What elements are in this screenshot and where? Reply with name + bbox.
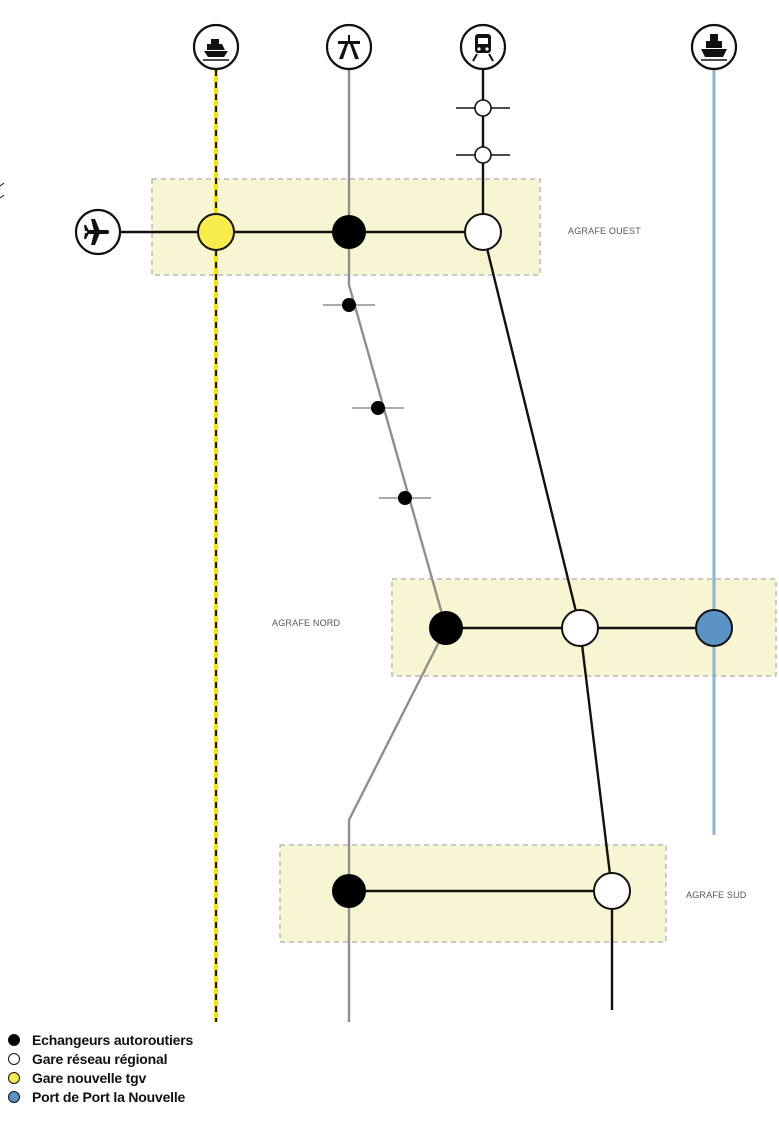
node-interchange-sud (332, 874, 366, 908)
node-station-ouest (464, 213, 502, 251)
legend-label: Gare nouvelle tgv (32, 1069, 147, 1086)
zone-label-nord: AGRAFE NORD (272, 618, 341, 628)
legend-label: Echangeurs autoroutiers (32, 1031, 194, 1048)
node-station-sud (593, 872, 631, 910)
legend: Echangeurs autoroutiers Gare réseau régi… (8, 1030, 193, 1106)
zone-label-sud: AGRAFE SUD (686, 890, 747, 900)
legend-label: Gare réseau régional (32, 1050, 168, 1067)
rail-minor-station (456, 99, 510, 117)
motorway-minor-interchange (323, 298, 375, 312)
train-icon (459, 23, 507, 71)
airplane-icon (74, 208, 122, 256)
node-port (695, 609, 733, 647)
node-tgv-station (197, 213, 235, 251)
motorway-line (347, 68, 448, 1022)
legend-item-interchange: Echangeurs autoroutiers (8, 1030, 193, 1049)
legend-item-regional-station: Gare réseau régional (8, 1049, 193, 1068)
motorway-icon (325, 23, 373, 71)
motorway-minor-interchange (379, 491, 431, 505)
legend-label: Port de Port la Nouvelle (32, 1088, 186, 1105)
port-ship-icon (690, 23, 738, 71)
node-interchange-ouest (332, 215, 366, 249)
node-station-nord (561, 609, 599, 647)
zone-label-ouest: AGRAFE OUEST (568, 226, 641, 236)
legend-item-tgv-station: Gare nouvelle tgv (8, 1068, 193, 1087)
rail-minor-station (456, 146, 510, 164)
edge-mark (0, 182, 5, 199)
legend-swatch-blue (8, 1090, 20, 1103)
node-interchange-nord (429, 611, 463, 645)
legend-swatch-black (8, 1033, 20, 1046)
legend-item-port: Port de Port la Nouvelle (8, 1087, 193, 1106)
ship-icon (192, 23, 240, 71)
legend-swatch-yellow (8, 1071, 20, 1084)
legend-swatch-white (8, 1052, 20, 1065)
motorway-minor-interchange (352, 401, 404, 415)
